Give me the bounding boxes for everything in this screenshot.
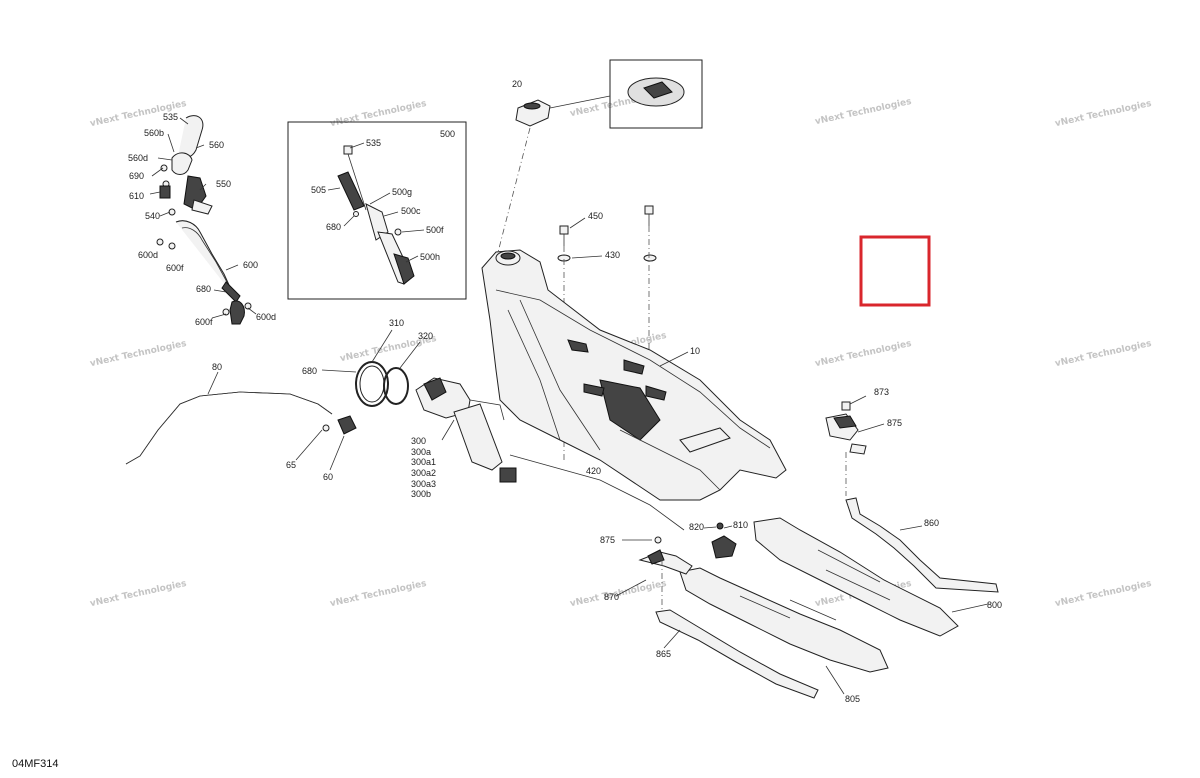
callout: 873 — [874, 387, 889, 397]
return-hose — [125, 371, 357, 471]
callout: 500 — [440, 129, 455, 139]
diagram-reference-code: 04MF314 — [12, 758, 58, 770]
callout: 80 — [212, 362, 222, 372]
watermark: vNext Technologies — [1054, 339, 1152, 369]
callout: 535 — [163, 112, 178, 122]
callout: 560d — [128, 153, 148, 163]
callout: 300a1 — [411, 457, 436, 467]
watermark: vNext Technologies — [814, 339, 912, 369]
callout: 810 — [733, 520, 748, 530]
watermark: vNext Technologies — [814, 97, 912, 127]
bracket-810-820 — [703, 522, 737, 559]
callout: 505 — [311, 185, 326, 195]
callout: 600f — [195, 317, 213, 327]
callout: 560 — [209, 140, 224, 150]
callout: 60 — [323, 472, 333, 482]
callout: 300a3 — [411, 479, 436, 489]
plate-805 — [679, 567, 889, 695]
callout: 420 — [586, 466, 601, 476]
callout: 300 — [411, 436, 426, 446]
callout: 805 — [845, 694, 860, 704]
callout: 300b — [411, 489, 431, 499]
callout: 610 — [129, 191, 144, 201]
callout: 875 — [600, 535, 615, 545]
callout: 600d — [138, 250, 158, 260]
gaskets — [321, 329, 421, 407]
callout: 865 — [656, 649, 671, 659]
inset-box-500 — [287, 121, 467, 300]
callout: 500f — [426, 225, 444, 235]
callout: 500c — [401, 206, 421, 216]
callout: 550 — [216, 179, 231, 189]
callout: 600d — [256, 312, 276, 322]
callout: 860 — [924, 518, 939, 528]
decal-inset-box — [549, 59, 703, 129]
callout: 10 — [690, 346, 700, 356]
plate-800 — [753, 517, 989, 637]
callout: 680 — [196, 284, 211, 294]
callout: 300a — [411, 447, 431, 457]
callout: 600 — [243, 260, 258, 270]
watermark: vNext Technologies — [1054, 579, 1152, 609]
callout: 320 — [418, 331, 433, 341]
callout: 535 — [366, 138, 381, 148]
callout: 430 — [605, 250, 620, 260]
callout: 680 — [302, 366, 317, 376]
fuel-pump-assembly — [415, 377, 685, 531]
callout: 870 — [604, 592, 619, 602]
callout: 20 — [512, 79, 522, 89]
highlight-box — [859, 235, 931, 307]
watermark: vNext Technologies — [329, 99, 427, 129]
callout: 300a2 — [411, 468, 436, 478]
watermark: vNext Technologies — [89, 579, 187, 609]
callout: 65 — [286, 460, 296, 470]
callout: 680 — [326, 222, 341, 232]
callout: 450 — [588, 211, 603, 221]
vent-hose-assembly — [149, 115, 257, 325]
callout: 540 — [145, 211, 160, 221]
rail-860 — [845, 497, 999, 593]
callout-labels: 535 560b 560d 560 690 550 610 540 600d 6… — [128, 79, 1002, 704]
rail-865 — [655, 560, 819, 699]
watermark: vNext Technologies — [329, 579, 427, 609]
watermark: vNext Technologies — [1054, 99, 1152, 129]
callout: 690 — [129, 171, 144, 181]
callout: 875 — [887, 418, 902, 428]
bracket-870-875 — [615, 536, 693, 597]
callout: 500g — [392, 187, 412, 197]
bracket-873-875 — [825, 395, 885, 496]
callout: 310 — [389, 318, 404, 328]
callout: 500h — [420, 252, 440, 262]
fuel-cap — [495, 99, 551, 261]
callout: 800 — [987, 600, 1002, 610]
fuel-tank — [481, 249, 787, 501]
watermark: vNext Technologies — [89, 339, 187, 369]
callout: 820 — [689, 522, 704, 532]
callout: 560b — [144, 128, 164, 138]
callout: 600f — [166, 263, 184, 273]
